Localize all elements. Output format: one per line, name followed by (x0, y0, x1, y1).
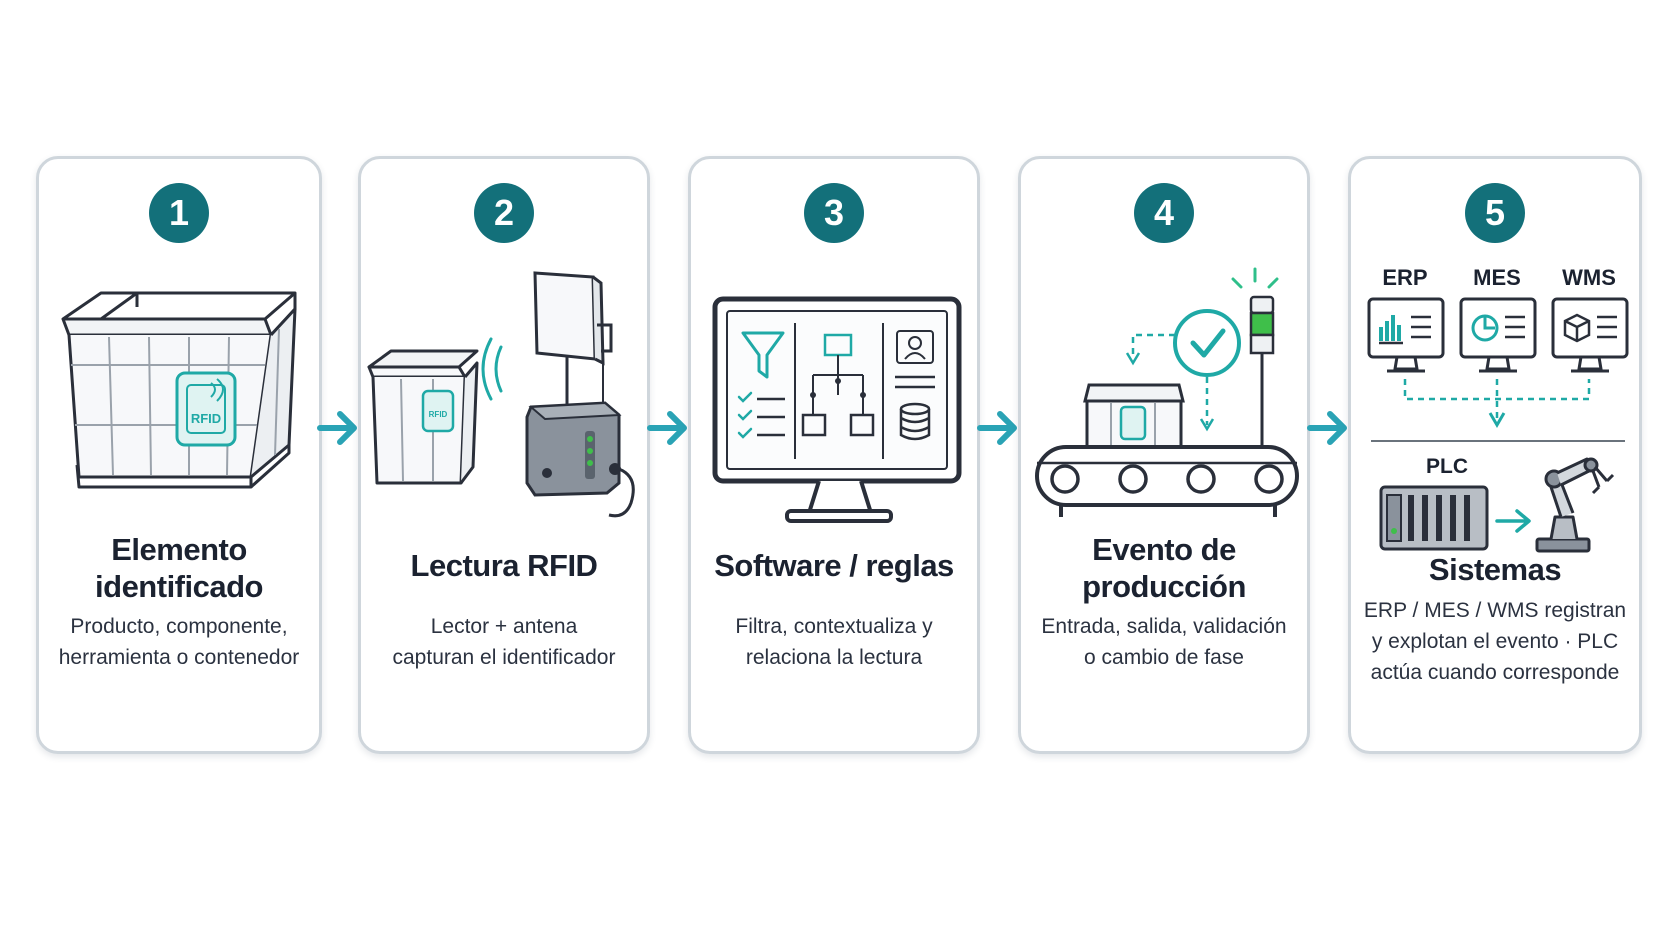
step-number-badge: 3 (804, 183, 864, 243)
erp-label: ERP (1382, 265, 1427, 290)
step-title: Sistemas (1428, 552, 1562, 587)
conveyor-event-illustration (1035, 267, 1299, 517)
step-number-badge: 2 (474, 183, 534, 243)
arrow-right-icon (317, 411, 357, 445)
step-number-badge: 4 (1134, 183, 1194, 243)
erp-monitor-icon (1367, 297, 1445, 373)
step-title: Lectura RFID (410, 548, 598, 583)
monitor-illustration (712, 296, 962, 523)
step-description: Producto, componente,herramienta o conte… (58, 615, 300, 669)
rfid-tag-label: RFID (191, 411, 221, 426)
step-card-3: 3 Software / reglas Filtra, context (688, 156, 980, 754)
step-card-2: 2 RFID Lectura RFID Lector (358, 156, 650, 754)
plc-rack-icon (1379, 485, 1489, 551)
systems-illustration: ERP MES WMS PLC (1367, 265, 1629, 553)
wms-monitor-icon (1551, 297, 1629, 373)
robot-arm-icon (1535, 457, 1615, 553)
arrow-right-icon (647, 411, 687, 445)
arrow-right-icon (977, 411, 1017, 445)
svg-text:RFID: RFID (429, 410, 448, 419)
wms-label: WMS (1562, 265, 1616, 290)
mes-label: MES (1473, 265, 1521, 290)
rfid-crate-illustration: RFID (61, 291, 297, 489)
mes-monitor-icon (1459, 297, 1537, 373)
step-number-badge: 5 (1465, 183, 1525, 243)
step-title: Software / reglas (714, 548, 954, 583)
step-card-5: 5 ERP MES WMS P (1348, 156, 1642, 754)
plc-label: PLC (1426, 455, 1468, 478)
arrow-right-icon (1307, 411, 1347, 445)
rfid-reader-illustration: RFID (367, 271, 635, 518)
step-number-badge: 1 (149, 183, 209, 243)
